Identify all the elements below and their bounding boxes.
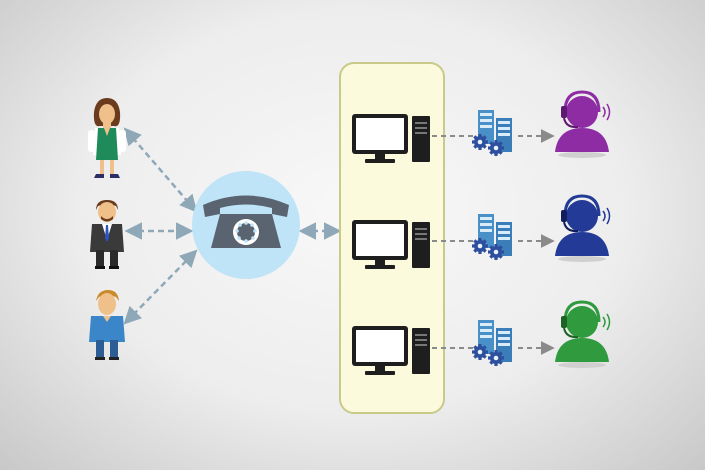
connector-caller-3: [123, 249, 198, 325]
server-2: [472, 214, 512, 260]
agent-purple: [555, 90, 611, 158]
caller-man-blue: [89, 290, 125, 360]
computer-server-connectors: [432, 135, 473, 349]
caller-phone-connectors: [123, 127, 342, 325]
agent-blue: [555, 194, 611, 262]
server-3: [472, 320, 512, 366]
caller-woman: [88, 98, 126, 178]
connector-caller-1: [123, 127, 198, 213]
caller-man-suit: [90, 200, 124, 269]
agent-green: [555, 300, 611, 368]
server-agent-connectors: [518, 129, 555, 355]
server-1: [472, 110, 512, 156]
rotary-telephone-icon: [192, 171, 300, 279]
